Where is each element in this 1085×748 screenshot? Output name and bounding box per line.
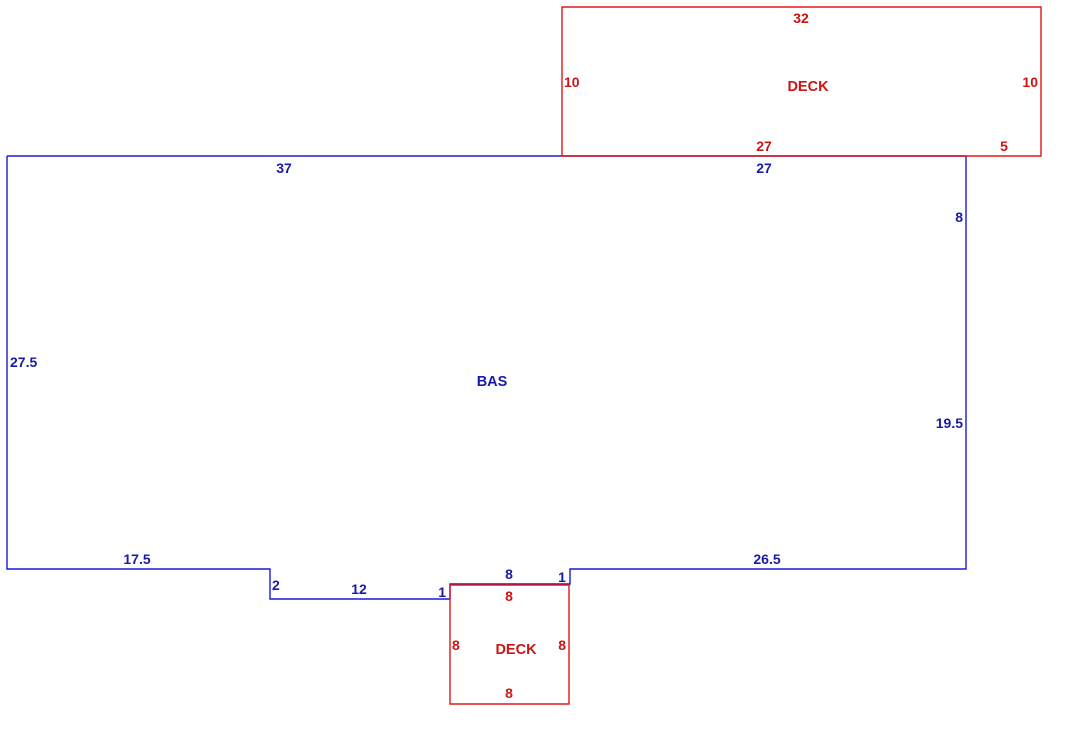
bas-dim-bottom-mid: 12: [351, 581, 367, 597]
deck-top-dim-bottom-extra: 5: [1000, 138, 1008, 154]
bas-dim-top-left: 37: [276, 160, 292, 176]
bas-dim-jog-left: 1: [438, 584, 446, 600]
bas-area-label: BAS: [477, 374, 508, 390]
deck-top-area-label: DECK: [787, 79, 829, 95]
bas-dim-left: 27.5: [10, 354, 37, 370]
bas-dim-bottom-left: 17.5: [123, 551, 150, 567]
deck-bottom-dim-left: 8: [452, 637, 460, 653]
deck-top-dim-top: 32: [793, 10, 809, 26]
bas-dim-step-down: 2: [272, 577, 280, 593]
deck-bottom-dim-right: 8: [558, 637, 566, 653]
deck-top-dim-left: 10: [564, 74, 580, 90]
deck-bottom-dim-bottom: 8: [505, 685, 513, 701]
bas-area: BAS 37 27 27.5 8 19.5 17.5 2 12 1 8 1 26…: [6, 155, 967, 600]
bas-dim-right-upper: 8: [955, 209, 963, 225]
bas-dim-top-right: 27: [756, 160, 772, 176]
deck-bottom-area: DECK 8 8 8 8: [449, 584, 570, 705]
deck-top-dim-right: 10: [1022, 74, 1038, 90]
bas-dim-right-lower: 19.5: [936, 415, 963, 431]
deck-top-dim-bottom-main: 27: [756, 138, 772, 154]
deck-top-outline: [561, 6, 1042, 157]
bas-dim-bottom-right: 26.5: [753, 551, 780, 567]
bas-dim-jog-right: 1: [558, 569, 566, 585]
bas-outline: [6, 155, 967, 600]
deck-top-area: DECK 32 10 10 27 5: [561, 6, 1042, 157]
deck-bottom-outline: [449, 584, 570, 705]
deck-bottom-dim-top: 8: [505, 588, 513, 604]
deck-bottom-area-label: DECK: [495, 642, 537, 658]
bas-dim-bottom-center: 8: [505, 566, 513, 582]
